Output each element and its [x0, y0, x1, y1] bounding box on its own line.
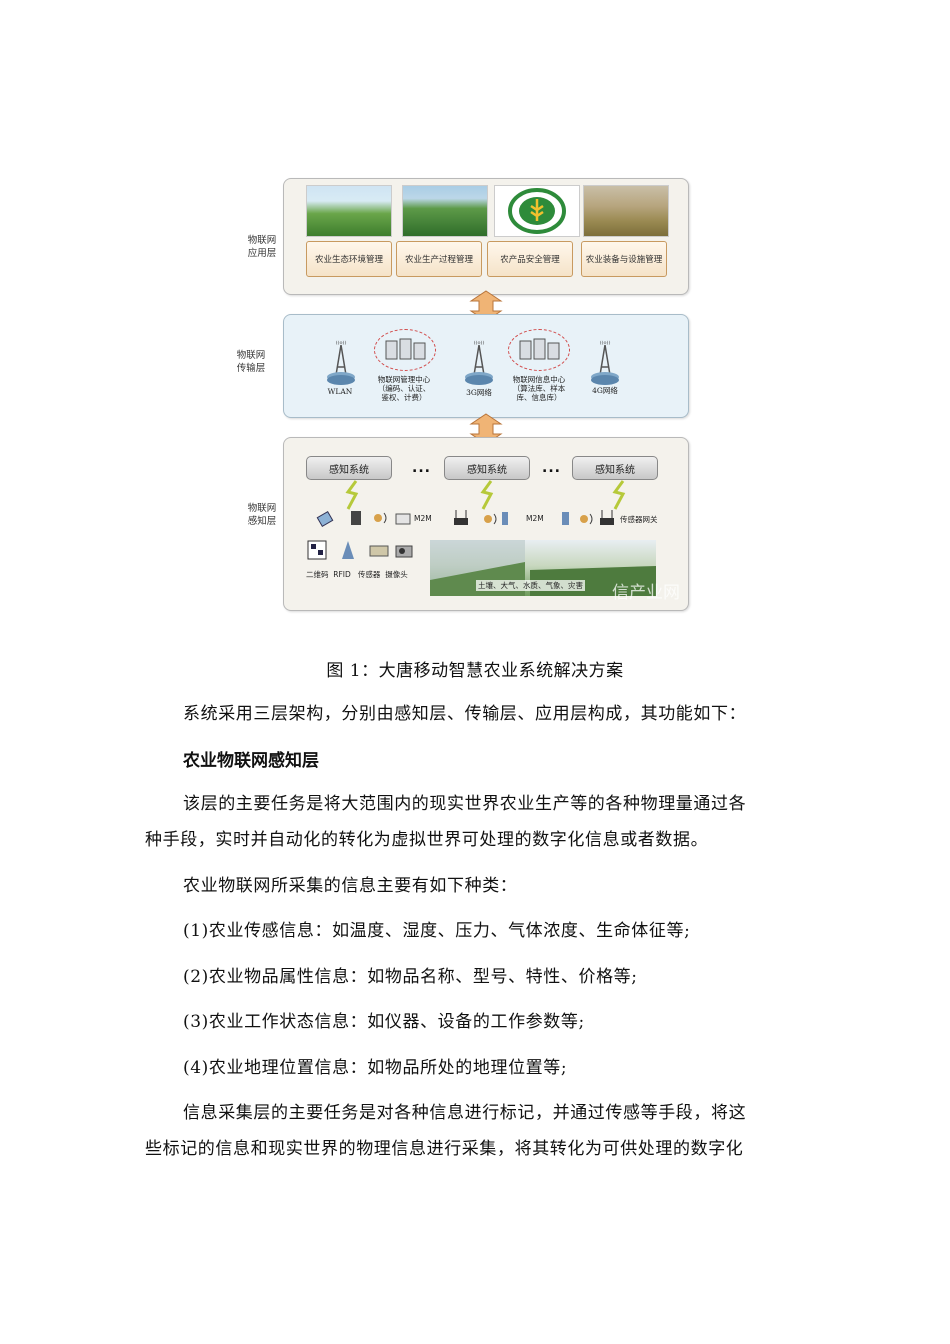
- app-box-eco: 农业生态环境管理: [306, 241, 392, 277]
- eco-environment-photo: [306, 185, 392, 237]
- app-box-production: 农业生产过程管理: [396, 241, 482, 277]
- svg-text:((o)): ((o)): [474, 339, 485, 346]
- management-center-cluster: [374, 329, 436, 371]
- paragraph-task-line1: 该层的主要任务是将大范围内的现实世界农业生产等的各种物理量通过各: [183, 794, 747, 814]
- 4g-tower-icon: ((o)): [591, 339, 619, 385]
- 3g-label: 3G网络: [466, 388, 492, 397]
- wireless-signal-icon: [480, 480, 494, 510]
- figure-caption: 图 1：大唐移动智慧农业系统解决方案: [326, 661, 624, 681]
- svg-text:((o)): ((o)): [336, 339, 347, 346]
- management-center-label: 物联网管理中心 （编码、认证、 鉴权、计费）: [377, 375, 431, 402]
- list-item-1: (1)农业传感信息：如温度、湿度、压力、气体浓度、生命体征等;: [183, 921, 691, 941]
- app-box-safety: 农产品安全管理: [487, 241, 573, 277]
- sensor-device-icons: [307, 540, 413, 560]
- sensing-layer: 物联网 感知层 感知系统 ... 感知系统 ... 感知系统 M2M: [248, 437, 689, 611]
- sensing-system-box-1: 感知系统: [306, 456, 392, 480]
- wireless-signal-icon: [345, 480, 359, 510]
- environment-factors-label: 土壤、大气、水质、气象、灾害: [476, 580, 585, 591]
- list-item-4: (4)农业地理位置信息：如物品所处的地理位置等;: [183, 1058, 568, 1078]
- 4g-label: 4G网络: [592, 386, 618, 395]
- wlan-label: WLAN: [327, 387, 353, 396]
- m2m-label-1: M2M: [414, 514, 432, 523]
- sensing-system-box-2: 感知系统: [444, 456, 530, 480]
- sensor-gateway-label: 传感器网关: [620, 515, 658, 524]
- architecture-figure: 物联网 应用层 农业生态环境管理 农业生产过程管理 农产品安全管理 农业装备与设…: [237, 176, 689, 612]
- paragraph-collection-line1: 信息采集层的主要任务是对各种信息进行标记，并通过传感等手段，将这: [183, 1103, 747, 1123]
- wifi-tower-icon: ((o)): [327, 339, 355, 385]
- info-center-cluster: [508, 329, 570, 371]
- application-layer: 物联网 应用层 农业生态环境管理 农业生产过程管理 农产品安全管理 农业装备与设…: [248, 178, 689, 295]
- production-field-photo: [402, 185, 488, 237]
- router-device-icons: [454, 510, 508, 525]
- m2m-label-2: M2M: [526, 514, 544, 523]
- paragraph-collection-line2: 些标记的信息和现实世界的物理信息进行采集，将其转化为可供处理的数字化: [145, 1139, 744, 1159]
- application-layer-label: 物联网 应用层: [247, 235, 277, 259]
- paragraph-architecture: 系统采用三层架构，分别由感知层、传输层、应用层构成，其功能如下：: [183, 704, 747, 724]
- watermark: 信产业网: [612, 583, 680, 603]
- list-item-2: (2)农业物品属性信息：如物品名称、型号、特性、价格等;: [183, 967, 638, 987]
- 3g-tower-icon: ((o)): [465, 339, 493, 385]
- transport-layer-label: 物联网 传输层: [236, 350, 266, 374]
- sensing-system-box-3: 感知系统: [572, 456, 658, 480]
- svg-text:((o)): ((o)): [600, 339, 611, 346]
- gateway-device-icons: [562, 510, 614, 525]
- paragraph-task-line2: 种手段，实时并自动化的转化为虚拟世界可处理的数字化信息或者数据。: [145, 830, 709, 850]
- paragraph-types-intro: 农业物联网所采集的信息主要有如下种类：: [183, 876, 518, 896]
- ellipsis-2: ...: [542, 460, 561, 476]
- ellipsis-1: ...: [412, 460, 431, 476]
- server-rack-icon: [519, 338, 560, 360]
- device-row-icons: [316, 510, 411, 528]
- transport-layer: 物联网 传输层 ((o)) WLAN 物联网管理中心 （编码、认证、 鉴权、计费…: [237, 314, 689, 418]
- info-center-label: 物联网信息中心 （算法库、样本 库、信息库）: [512, 375, 566, 402]
- list-item-3: (3)农业工作状态信息：如仪器、设备的工作参数等;: [183, 1012, 585, 1032]
- server-rack-icon: [385, 338, 426, 360]
- section-heading: 农业物联网感知层: [183, 751, 319, 771]
- green-food-logo: [494, 185, 580, 237]
- sensing-layer-label: 物联网 感知层: [247, 503, 277, 527]
- device-type-labels: 二维码 RFID 传感器 摄像头: [306, 570, 408, 579]
- wireless-signal-icon: [612, 480, 626, 510]
- app-box-equipment: 农业装备与设施管理: [581, 241, 667, 277]
- equipment-harvester-photo: [583, 185, 669, 237]
